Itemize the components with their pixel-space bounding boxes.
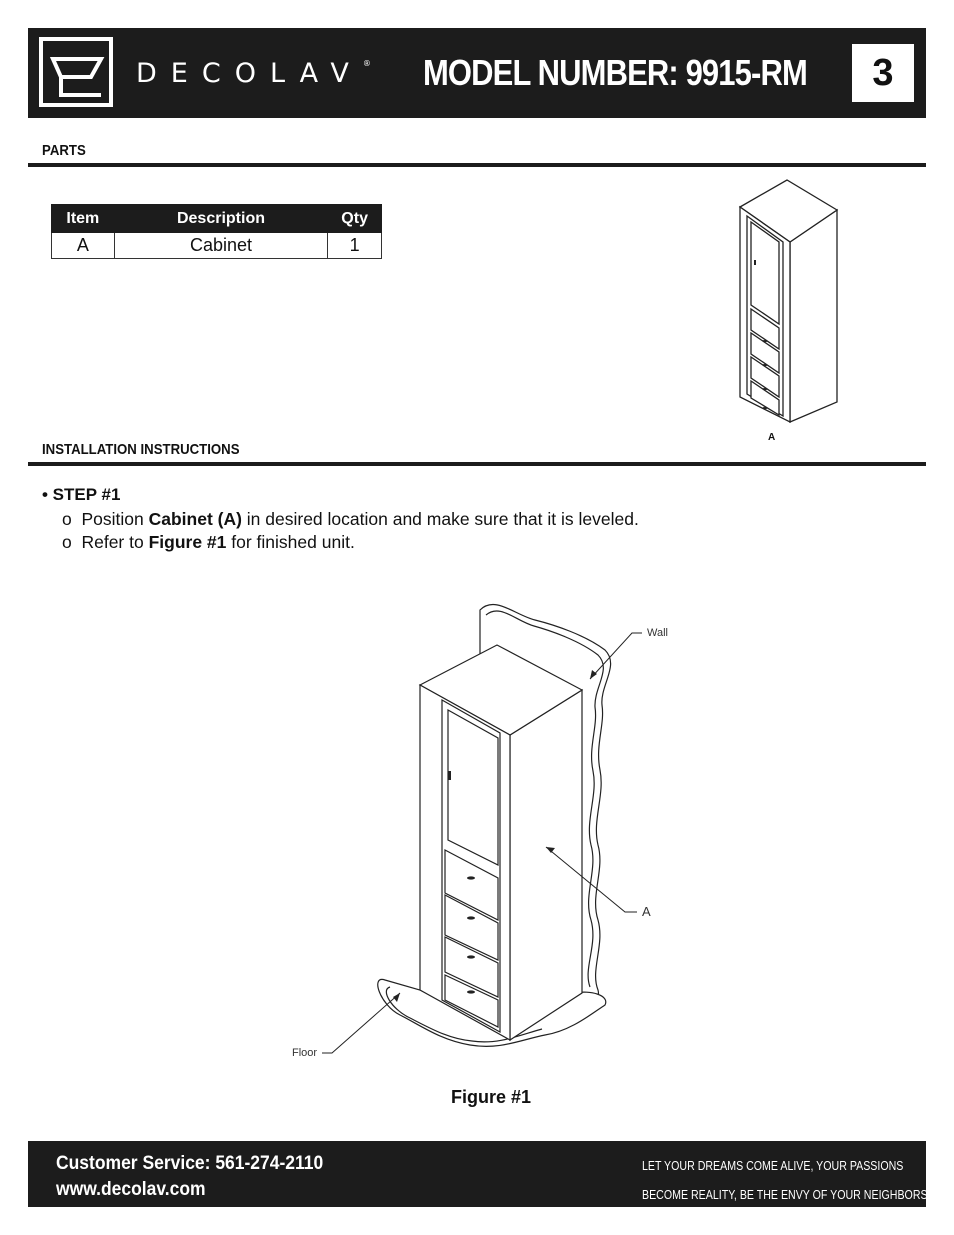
page-footer: Customer Service: 561-274-2110 www.decol… [28, 1141, 933, 1207]
brand-name: DECOLAV® [136, 58, 371, 89]
cabinet-part-illustration [738, 179, 839, 424]
parts-rule [28, 163, 926, 167]
column-header-qty: Qty [327, 204, 382, 233]
website-link[interactable]: www.decolav.com [56, 1179, 206, 1200]
table-row: A Cabinet 1 [51, 232, 382, 259]
parts-table: Item Description Qty A Cabinet 1 [51, 204, 382, 259]
column-header-description: Description [113, 204, 329, 233]
label-wall: Wall [647, 627, 668, 639]
cell-item: A [51, 232, 115, 259]
contact-info: Customer Service: 561-274-2110 www.decol… [56, 1151, 323, 1203]
label-floor: Floor [292, 1047, 318, 1059]
page-number: 3 [852, 44, 914, 102]
step-line: o Position Cabinet (A) in desired locati… [62, 509, 639, 529]
label-a: A [642, 904, 651, 919]
slogan: LET YOUR DREAMS COME ALIVE, YOUR PASSION… [642, 1159, 933, 1203]
page-header: DECOLAV® MODEL NUMBER: 9915-RM 3 [28, 28, 926, 118]
figure-caption: Figure #1 [451, 1087, 532, 1107]
column-header-item: Item [51, 204, 115, 233]
installation-rule [28, 462, 926, 466]
decolav-logo-icon [39, 37, 113, 107]
model-number-title: MODEL NUMBER: 9915-RM [423, 52, 808, 93]
customer-service-phone: Customer Service: 561-274-2110 [56, 1153, 324, 1174]
figure-1-drawing [322, 604, 642, 1054]
step-title: • STEP #1 [42, 485, 121, 504]
cell-description: Cabinet [113, 232, 329, 259]
part-label-a: A [768, 432, 776, 443]
cell-qty: 1 [327, 232, 382, 259]
parts-heading: PARTS [42, 142, 86, 159]
step-line: o Refer to Figure #1 for finished unit. [62, 532, 355, 552]
installation-heading: INSTALLATION INSTRUCTIONS [42, 441, 240, 458]
